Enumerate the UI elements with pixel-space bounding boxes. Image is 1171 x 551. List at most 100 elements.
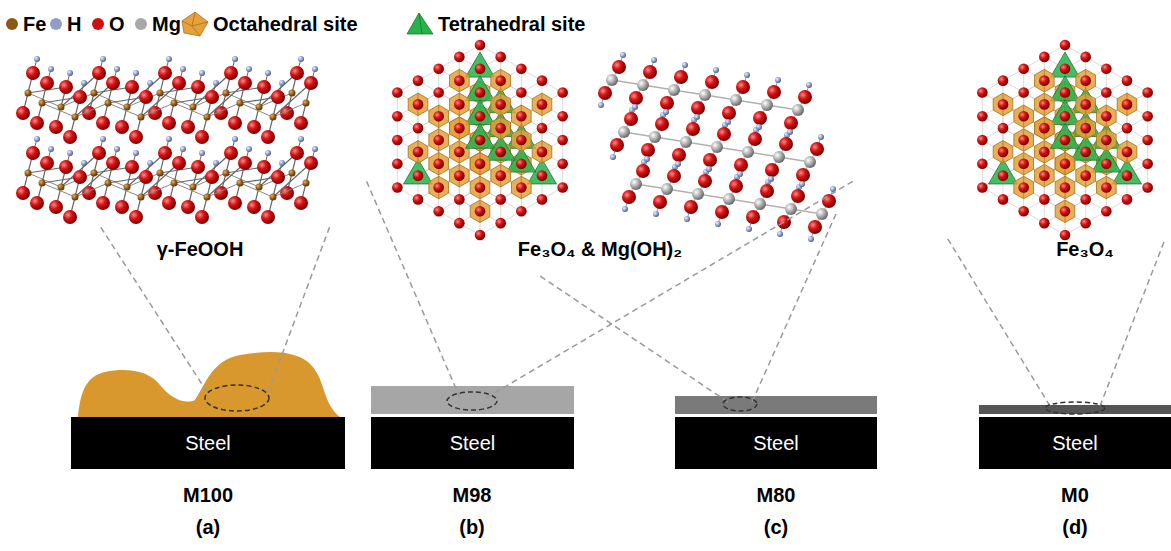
legend-swatch	[405, 11, 435, 37]
oxygen-atom	[1142, 158, 1153, 169]
iron-atom	[91, 90, 98, 97]
legend-item: Mg	[133, 11, 181, 37]
oxygen-atom	[433, 158, 444, 169]
octahedral-site	[1097, 129, 1117, 152]
hydrogen-atom	[246, 146, 252, 152]
sample-label: M80	[757, 484, 796, 507]
oxygen-atom	[810, 142, 824, 156]
oxygen-atom	[294, 116, 308, 130]
oxygen-atom	[413, 75, 424, 86]
hydrogen-atom	[818, 134, 824, 140]
oxygen-atom	[1122, 123, 1133, 134]
oxygen-atom	[1039, 123, 1050, 134]
oxygen-atom	[290, 146, 304, 160]
octahedral-site	[1076, 117, 1096, 140]
oxygen-atom	[433, 206, 444, 217]
oxygen-atom	[475, 87, 486, 98]
octahedral-site	[993, 93, 1013, 116]
hydrogen-atom	[744, 72, 750, 78]
hydrogen-atom	[312, 66, 318, 72]
iron-atom	[124, 104, 131, 111]
hydrogen-atom	[279, 80, 285, 86]
iron-atom	[270, 114, 277, 121]
oxygen-atom	[433, 63, 444, 74]
oxygen-atom	[705, 75, 719, 89]
octahedral-site	[1035, 141, 1055, 164]
hydrogen-atom	[777, 231, 783, 237]
hydrogen-atom	[147, 80, 153, 86]
octahedral-site	[408, 141, 428, 164]
oxygen-atom	[537, 123, 548, 134]
oxygen-atom	[413, 170, 424, 181]
bond	[141, 103, 174, 117]
legend-text: H	[67, 13, 81, 36]
magnesium-atom	[761, 99, 773, 111]
oxygen-atom	[1101, 135, 1112, 146]
hydrogen-atom	[713, 67, 719, 73]
oxygen-atom	[475, 230, 486, 241]
oxygen-atom	[1018, 182, 1029, 193]
oxygen-atom	[433, 182, 444, 193]
octahedral-site	[512, 129, 532, 152]
iron-atom	[105, 180, 112, 187]
iron-atom	[303, 180, 310, 187]
oxygen-atom	[304, 156, 318, 170]
sample-label: M100	[183, 484, 233, 507]
iron-atom	[138, 194, 145, 201]
swatch-edge	[419, 13, 422, 34]
octahedral-site	[470, 176, 490, 199]
oxygen-atom	[224, 146, 238, 160]
oxygen-atom	[191, 160, 205, 174]
hydrogen-atom	[312, 146, 318, 152]
octahedral-site	[470, 152, 490, 175]
oxygen-atom	[1018, 87, 1029, 98]
hydrogen-atom	[737, 171, 743, 177]
magnesium-atom	[816, 208, 828, 220]
oxygen-atom	[475, 40, 486, 51]
oxygen-atom	[1142, 87, 1153, 98]
iron-atom	[237, 100, 244, 107]
hydrogen-atom	[180, 146, 186, 152]
oxygen-atom	[495, 75, 506, 86]
magnesium-atom	[692, 188, 704, 200]
octahedral-site	[1035, 69, 1055, 92]
oxygen-atom	[181, 200, 195, 214]
iron-atom	[223, 90, 230, 97]
oxygen-atom	[125, 160, 139, 174]
octahedral-site	[491, 117, 511, 140]
oxygen-atom	[1080, 170, 1091, 181]
oxygen-atom	[257, 160, 271, 174]
sample-label: (b)	[459, 516, 485, 539]
steel-substrate: Steel	[71, 417, 345, 469]
legend-text: O	[109, 13, 125, 36]
steel-substrate: Steel	[979, 417, 1171, 469]
bond	[207, 103, 240, 117]
hydrogen-atom	[806, 82, 812, 88]
iron-atom	[124, 184, 131, 191]
octahedral-site	[1014, 152, 1034, 175]
oxygen-atom	[641, 143, 655, 157]
oxygen-atom	[1080, 99, 1091, 110]
phase-label: γ-FeOOH	[157, 238, 244, 261]
oxygen-atom	[516, 206, 527, 217]
oxygen-atom	[767, 85, 781, 99]
oxygen-atom	[1018, 63, 1029, 74]
oxygen-atom	[162, 116, 176, 130]
oxygen-atom	[158, 66, 172, 80]
octahedral-site	[1055, 152, 1075, 175]
octahedral-site	[1076, 69, 1096, 92]
hydrogen-atom	[622, 206, 628, 212]
oxygen-atom	[537, 99, 548, 110]
oxygen-atom	[516, 63, 527, 74]
legend-text: Fe	[23, 13, 46, 36]
magnesium-atom	[680, 136, 692, 148]
oxygen-atom	[734, 158, 748, 172]
oxygen-atom	[413, 99, 424, 110]
swatch-tetrahedron	[407, 13, 433, 34]
oxygen-atom	[392, 111, 403, 122]
magnesium-atom	[804, 156, 816, 168]
feooh-structure	[16, 56, 318, 224]
oxygen-atom	[1101, 206, 1112, 217]
hydrogen-atom	[81, 80, 87, 86]
legend-swatch	[180, 11, 210, 37]
